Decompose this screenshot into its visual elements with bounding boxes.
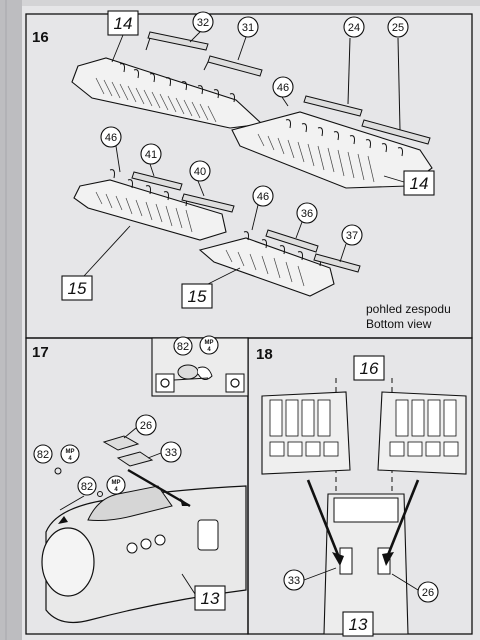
small-parts-step-17: 82 MP 4 82 MP 4 — [33, 444, 126, 497]
part-box-13-step17: 13 — [201, 589, 220, 608]
part-box-15-right: 15 — [188, 287, 207, 306]
fuselage-underside — [306, 479, 420, 635]
part-box-16-frame — [353, 355, 385, 381]
bay-assembly-left — [261, 391, 351, 475]
callout-26-step18: 26 — [422, 587, 434, 599]
wing-panel-upper-right — [231, 111, 433, 189]
wing-panel-middle-right — [198, 229, 361, 297]
callout-26: 26 — [140, 420, 152, 432]
part-box-13-frame-18 — [342, 611, 374, 637]
binding-shadow — [0, 0, 22, 640]
callout-82-inset: 82 — [177, 341, 189, 353]
callout-41: 41 — [145, 149, 157, 161]
view-note-english: Bottom view — [366, 317, 432, 331]
mp-label-right: MP — [112, 480, 121, 486]
callout-33-step18: 33 — [288, 575, 300, 587]
part-box-13-frame — [194, 585, 226, 611]
callout-37: 37 — [346, 230, 358, 242]
mp-label-inset: MP — [205, 340, 214, 346]
strip-parts-24-25 — [303, 37, 431, 145]
part-box-14-top: 14 — [114, 14, 133, 33]
strip-parts-32-31 — [145, 31, 263, 77]
callout-82-right: 82 — [81, 481, 93, 493]
canopy-parts: 26 33 — [102, 414, 182, 467]
detail-inset-box: 82 MP 4 — [151, 335, 249, 397]
mp-value-right: 4 — [114, 487, 118, 493]
mp-label-left: MP — [66, 449, 75, 455]
callouts-step-16: 32 31 24 25 46 46 41 40 46 36 37 — [100, 11, 409, 263]
wing-panel-upper-left — [71, 57, 264, 129]
part-box-14-right: 14 — [410, 174, 429, 193]
callout-24: 24 — [348, 22, 360, 34]
callout-40: 40 — [194, 166, 206, 178]
step-number-18: 18 — [256, 346, 273, 363]
step-number-16: 16 — [32, 29, 49, 46]
part-box-13-step18: 13 — [349, 615, 368, 634]
callout-33: 33 — [165, 447, 177, 459]
wing-panel-middle-left — [73, 169, 235, 241]
callout-46-lower: 46 — [257, 191, 269, 203]
callout-46-upper: 46 — [277, 82, 289, 94]
callout-32: 32 — [197, 17, 209, 29]
callout-31: 31 — [242, 22, 254, 34]
view-note-czech: pohled zespodu — [366, 302, 451, 316]
callout-36: 36 — [301, 208, 313, 220]
mp-value-left: 4 — [68, 456, 72, 462]
part-box-15-left: 15 — [68, 279, 87, 298]
bay-assembly-right — [377, 391, 467, 475]
callout-46-middle: 46 — [105, 132, 117, 144]
mp-value-inset: 4 — [207, 347, 211, 353]
boxed-labels-step-16: 14 14 15 15 — [61, 10, 435, 309]
callout-25: 25 — [392, 22, 404, 34]
part-box-16-step18: 16 — [360, 359, 379, 378]
callout-82-left: 82 — [37, 449, 49, 461]
step-number-17: 17 — [32, 344, 49, 361]
